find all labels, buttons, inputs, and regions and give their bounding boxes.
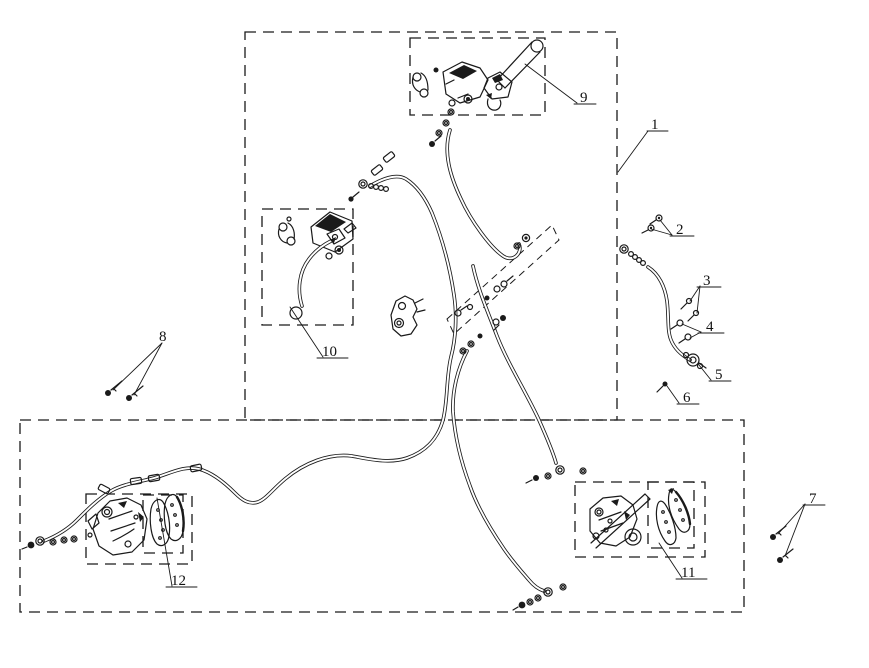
brake-lever-ball-end [530, 39, 544, 53]
callout-3: 3 [703, 273, 711, 289]
box-left-caliper [85, 493, 193, 565]
brake-hoses [42, 128, 692, 593]
callout-5: 5 [715, 367, 723, 383]
left-brake-pads [149, 494, 185, 547]
hose-clamps [97, 150, 396, 495]
callout-6: 6 [683, 390, 691, 406]
hose-right-section [646, 265, 692, 362]
leader-line-11 [658, 542, 683, 579]
callout-4: 4 [706, 319, 714, 335]
box-front-master-cylinder [409, 37, 546, 116]
box-right-pads [647, 481, 695, 549]
callout-1: 1 [651, 117, 659, 133]
leader-line-8 [133, 342, 163, 396]
rear-lever-ball-end [289, 306, 303, 320]
callout-2: 2 [676, 222, 684, 238]
leader-line-2 [650, 228, 673, 236]
leader-line-6 [666, 385, 680, 404]
junction-block [390, 295, 426, 337]
rear-master-cylinder-assembly [277, 211, 357, 320]
leader-line-1 [617, 130, 649, 173]
callout-7: 7 [809, 491, 817, 507]
box-left-pads [142, 494, 184, 554]
right-brake-pads [655, 488, 692, 546]
boundary-boxes [19, 31, 745, 613]
phantom-handlebar [446, 224, 560, 335]
left-brake-caliper [87, 497, 148, 556]
right-brake-caliper [589, 493, 651, 549]
leader-line-5 [698, 364, 712, 381]
leader-line-4 [681, 323, 702, 333]
leader-line-10 [289, 306, 324, 358]
box-rear-master-cylinder [261, 208, 354, 326]
callout-10: 10 [322, 344, 337, 360]
callout-8: 8 [159, 329, 167, 345]
hose-to-bottom-fitting [451, 349, 546, 593]
leader-line-8 [112, 342, 163, 391]
leader-line-9 [524, 63, 578, 104]
callout-12: 12 [171, 573, 186, 589]
callout-11: 11 [681, 565, 695, 581]
group-box-lower-system [19, 419, 745, 613]
leader-line-3 [689, 285, 701, 302]
leader-line-3 [696, 285, 701, 314]
fasteners [21, 108, 794, 611]
front-master-cylinder-assembly [411, 39, 544, 111]
leader-line-7 [777, 503, 806, 535]
leader-line-2 [659, 219, 673, 236]
leader-line-7 [784, 503, 806, 557]
group-box-front-system [244, 31, 618, 421]
hose-to-right-caliper [471, 264, 558, 465]
box-right-caliper [574, 481, 706, 558]
callout-9: 9 [580, 90, 588, 106]
leader-line-12 [156, 497, 173, 587]
